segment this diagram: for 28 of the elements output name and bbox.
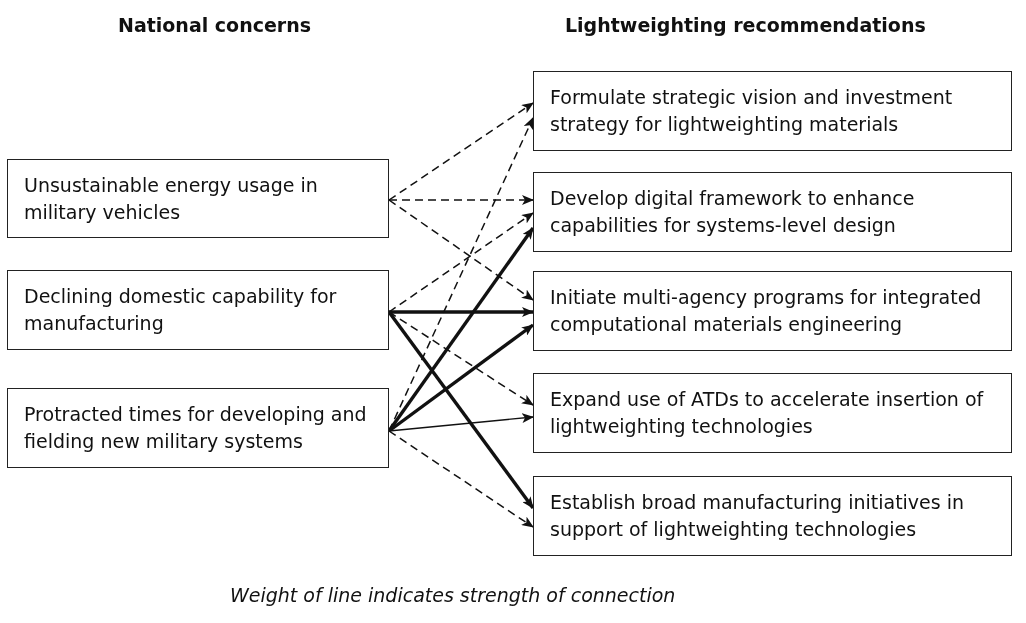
box-text: Establish broad manufacturing initiatives in support of lightweighting technologies bbox=[550, 490, 966, 542]
text-box bbox=[7, 159, 389, 238]
text-box bbox=[7, 388, 389, 468]
text-box bbox=[533, 271, 1012, 351]
box-text: Expand use of ATDs to accelerate insertion of lightweighting technologies bbox=[550, 387, 985, 439]
arrow bbox=[388, 430, 534, 528]
text-box bbox=[7, 270, 389, 350]
caption: Weight of line indicates strength of connection bbox=[230, 584, 676, 606]
arrow bbox=[388, 413, 534, 432]
column-heading: Lightweighting recommendations bbox=[565, 14, 926, 36]
text-box bbox=[533, 476, 1012, 556]
box-text: Formulate strategic vision and investment strategy for lightweighting materials bbox=[550, 85, 954, 137]
arrow bbox=[388, 102, 534, 201]
arrow bbox=[388, 323, 534, 433]
box-text: Initiate multi-agency programs for integrated computational materials engineering bbox=[550, 285, 983, 337]
box-text: Develop digital framework to enhance capabilities for systems-level design bbox=[550, 186, 916, 238]
arrow bbox=[388, 195, 534, 205]
text-box bbox=[533, 71, 1012, 151]
box-text: Declining domestic capability for manufacturing bbox=[24, 284, 338, 336]
text-box bbox=[533, 172, 1012, 252]
text-box bbox=[533, 373, 1012, 453]
box-text: Unsustainable energy usage in military vehicles bbox=[24, 172, 319, 225]
box-text: Protracted times for developing and fielding new military systems bbox=[24, 402, 368, 454]
arrow bbox=[388, 212, 534, 313]
arrow bbox=[389, 307, 534, 317]
arrow bbox=[387, 311, 535, 509]
arrow bbox=[388, 199, 534, 301]
column-heading: National concerns bbox=[118, 14, 312, 36]
